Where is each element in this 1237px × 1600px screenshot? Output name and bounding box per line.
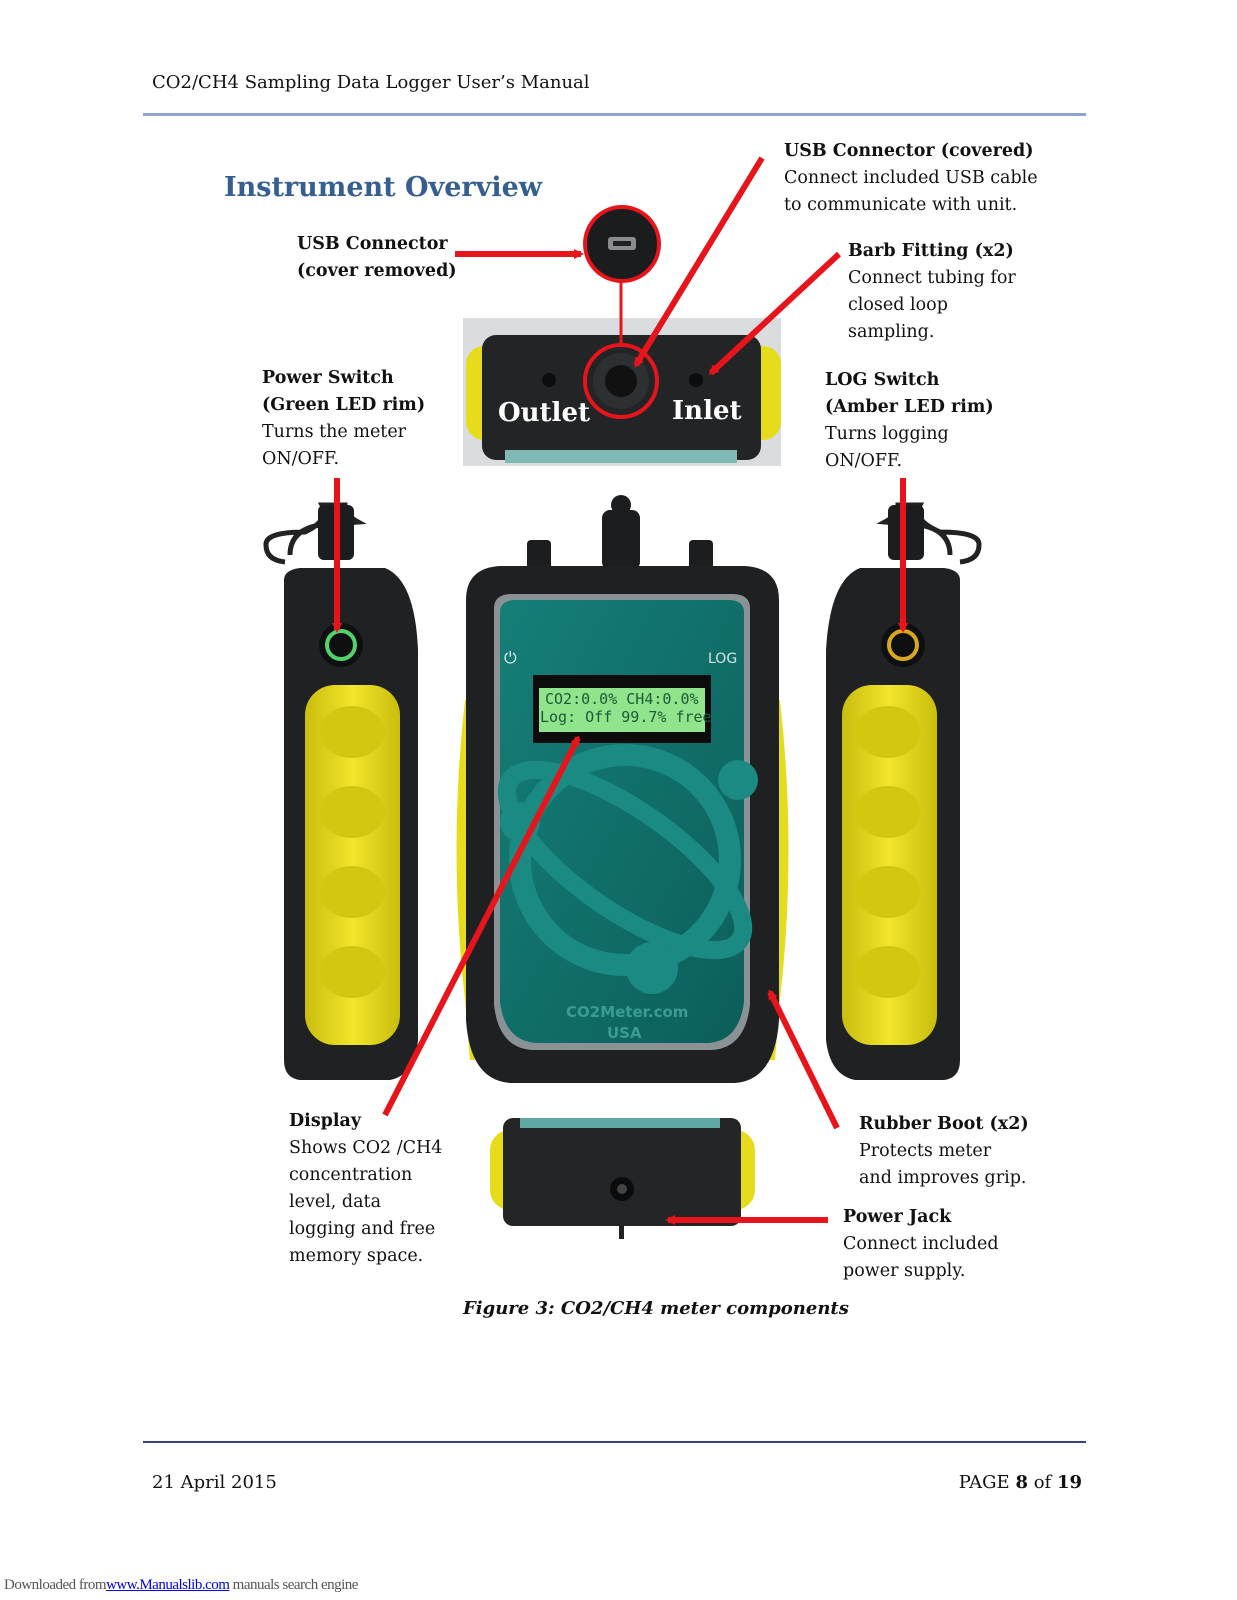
callout-rubber-boot: Rubber Boot (x2) Protects meter and impr… <box>859 1111 1029 1192</box>
callout-line: sampling. <box>848 322 935 342</box>
callout-line: ON/OFF. <box>825 451 903 471</box>
callout-line: memory space. <box>289 1246 424 1266</box>
callout-line: closed loop <box>848 295 948 315</box>
callout-heading: Barb Fitting (x2) <box>848 241 1014 261</box>
footer-rule <box>143 1441 1086 1443</box>
section-title: Instrument Overview <box>224 172 543 203</box>
callout-line: power supply. <box>843 1261 966 1281</box>
inlet-label: Inlet <box>672 396 742 426</box>
left-side-view <box>263 502 418 1080</box>
power-icon: ⏻ <box>504 648 517 667</box>
callout-heading: Power Switch <box>262 368 394 388</box>
callout-line: Shows CO2 /CH4 <box>289 1138 443 1158</box>
footer-page-number: PAGE 8 of 19 <box>959 1472 1082 1493</box>
callout-line: Connect included <box>843 1234 999 1254</box>
download-prefix: Downloaded from <box>4 1577 107 1593</box>
callout-line: Connect included USB cable <box>784 168 1038 188</box>
callout-line: Connect tubing for <box>848 268 1016 288</box>
callout-line: ON/OFF. <box>262 449 340 469</box>
callout-arrows <box>332 156 908 1225</box>
callout-heading: (Green LED rim) <box>262 395 426 415</box>
footer-date: 21 April 2015 <box>152 1472 277 1493</box>
callout-power-jack: Power Jack Connect included power supply… <box>843 1204 999 1285</box>
arrow-display <box>382 735 581 1117</box>
callout-line: and improves grip. <box>859 1168 1027 1188</box>
callout-line: Turns the meter <box>262 422 407 442</box>
callout-heading: USB Connector (covered) <box>784 141 1034 161</box>
arrow-usb-covered <box>633 156 765 368</box>
callout-heading: Power Jack <box>843 1207 952 1227</box>
brand-line-1: CO2Meter.com <box>566 1003 689 1021</box>
download-suffix: manuals search engine <box>229 1577 359 1593</box>
outlet-label: Outlet <box>498 398 590 428</box>
callout-power-switch: Power Switch (Green LED rim) Turns the m… <box>262 365 425 473</box>
callout-line: Turns logging <box>825 424 949 444</box>
callout-heading: (cover removed) <box>297 261 457 281</box>
callout-heading: Rubber Boot (x2) <box>859 1114 1029 1134</box>
callout-log-switch: LOG Switch (Amber LED rim) Turns logging… <box>825 367 994 475</box>
header-rule <box>143 113 1086 116</box>
usb-connector-zoom <box>583 205 661 419</box>
page-prefix: PAGE <box>958 1472 1010 1493</box>
callout-line: logging and free <box>289 1219 436 1239</box>
callout-heading: (Amber LED rim) <box>825 397 994 417</box>
callout-heading: LOG Switch <box>825 370 940 390</box>
manualslib-link[interactable]: www.Manualslib.com <box>106 1577 230 1593</box>
arrow-rubber-boot <box>767 989 840 1130</box>
bottom-view <box>490 1118 755 1239</box>
header-title: CO2/CH4 Sampling Data Logger User’s Manu… <box>152 72 590 93</box>
page-of: of <box>1033 1472 1052 1493</box>
brand-line-2: USA <box>607 1024 642 1042</box>
callout-line: level, data <box>289 1192 382 1212</box>
callout-line: to communicate with unit. <box>784 195 1018 215</box>
callout-heading: Display <box>289 1111 362 1131</box>
figure-caption: Figure 3: CO2/CH4 meter components <box>463 1298 849 1319</box>
lcd-line-1: CO2:0.0% CH4:0.0% <box>545 690 699 708</box>
page-current: 8 <box>1015 1472 1028 1493</box>
callout-display: Display Shows CO2 /CH4 concentration lev… <box>289 1108 442 1270</box>
arrow-barb <box>708 251 842 376</box>
download-notice: Downloaded fromwww.Manualslib.com manual… <box>4 1577 358 1594</box>
page-total: 19 <box>1056 1472 1082 1493</box>
callout-heading: USB Connector <box>297 234 448 254</box>
callout-barb-fitting: Barb Fitting (x2) Connect tubing for clo… <box>848 238 1016 346</box>
lcd-line-2: Log: Off 99.7% free <box>540 708 712 726</box>
callout-line: concentration <box>289 1165 413 1185</box>
front-view <box>456 495 789 1083</box>
log-label: LOG <box>708 651 738 667</box>
callout-usb-removed: USB Connector (cover removed) <box>297 231 457 285</box>
callout-line: Protects meter <box>859 1141 992 1161</box>
right-side-view <box>826 502 982 1080</box>
callout-usb-covered: USB Connector (covered) Connect included… <box>784 138 1038 219</box>
